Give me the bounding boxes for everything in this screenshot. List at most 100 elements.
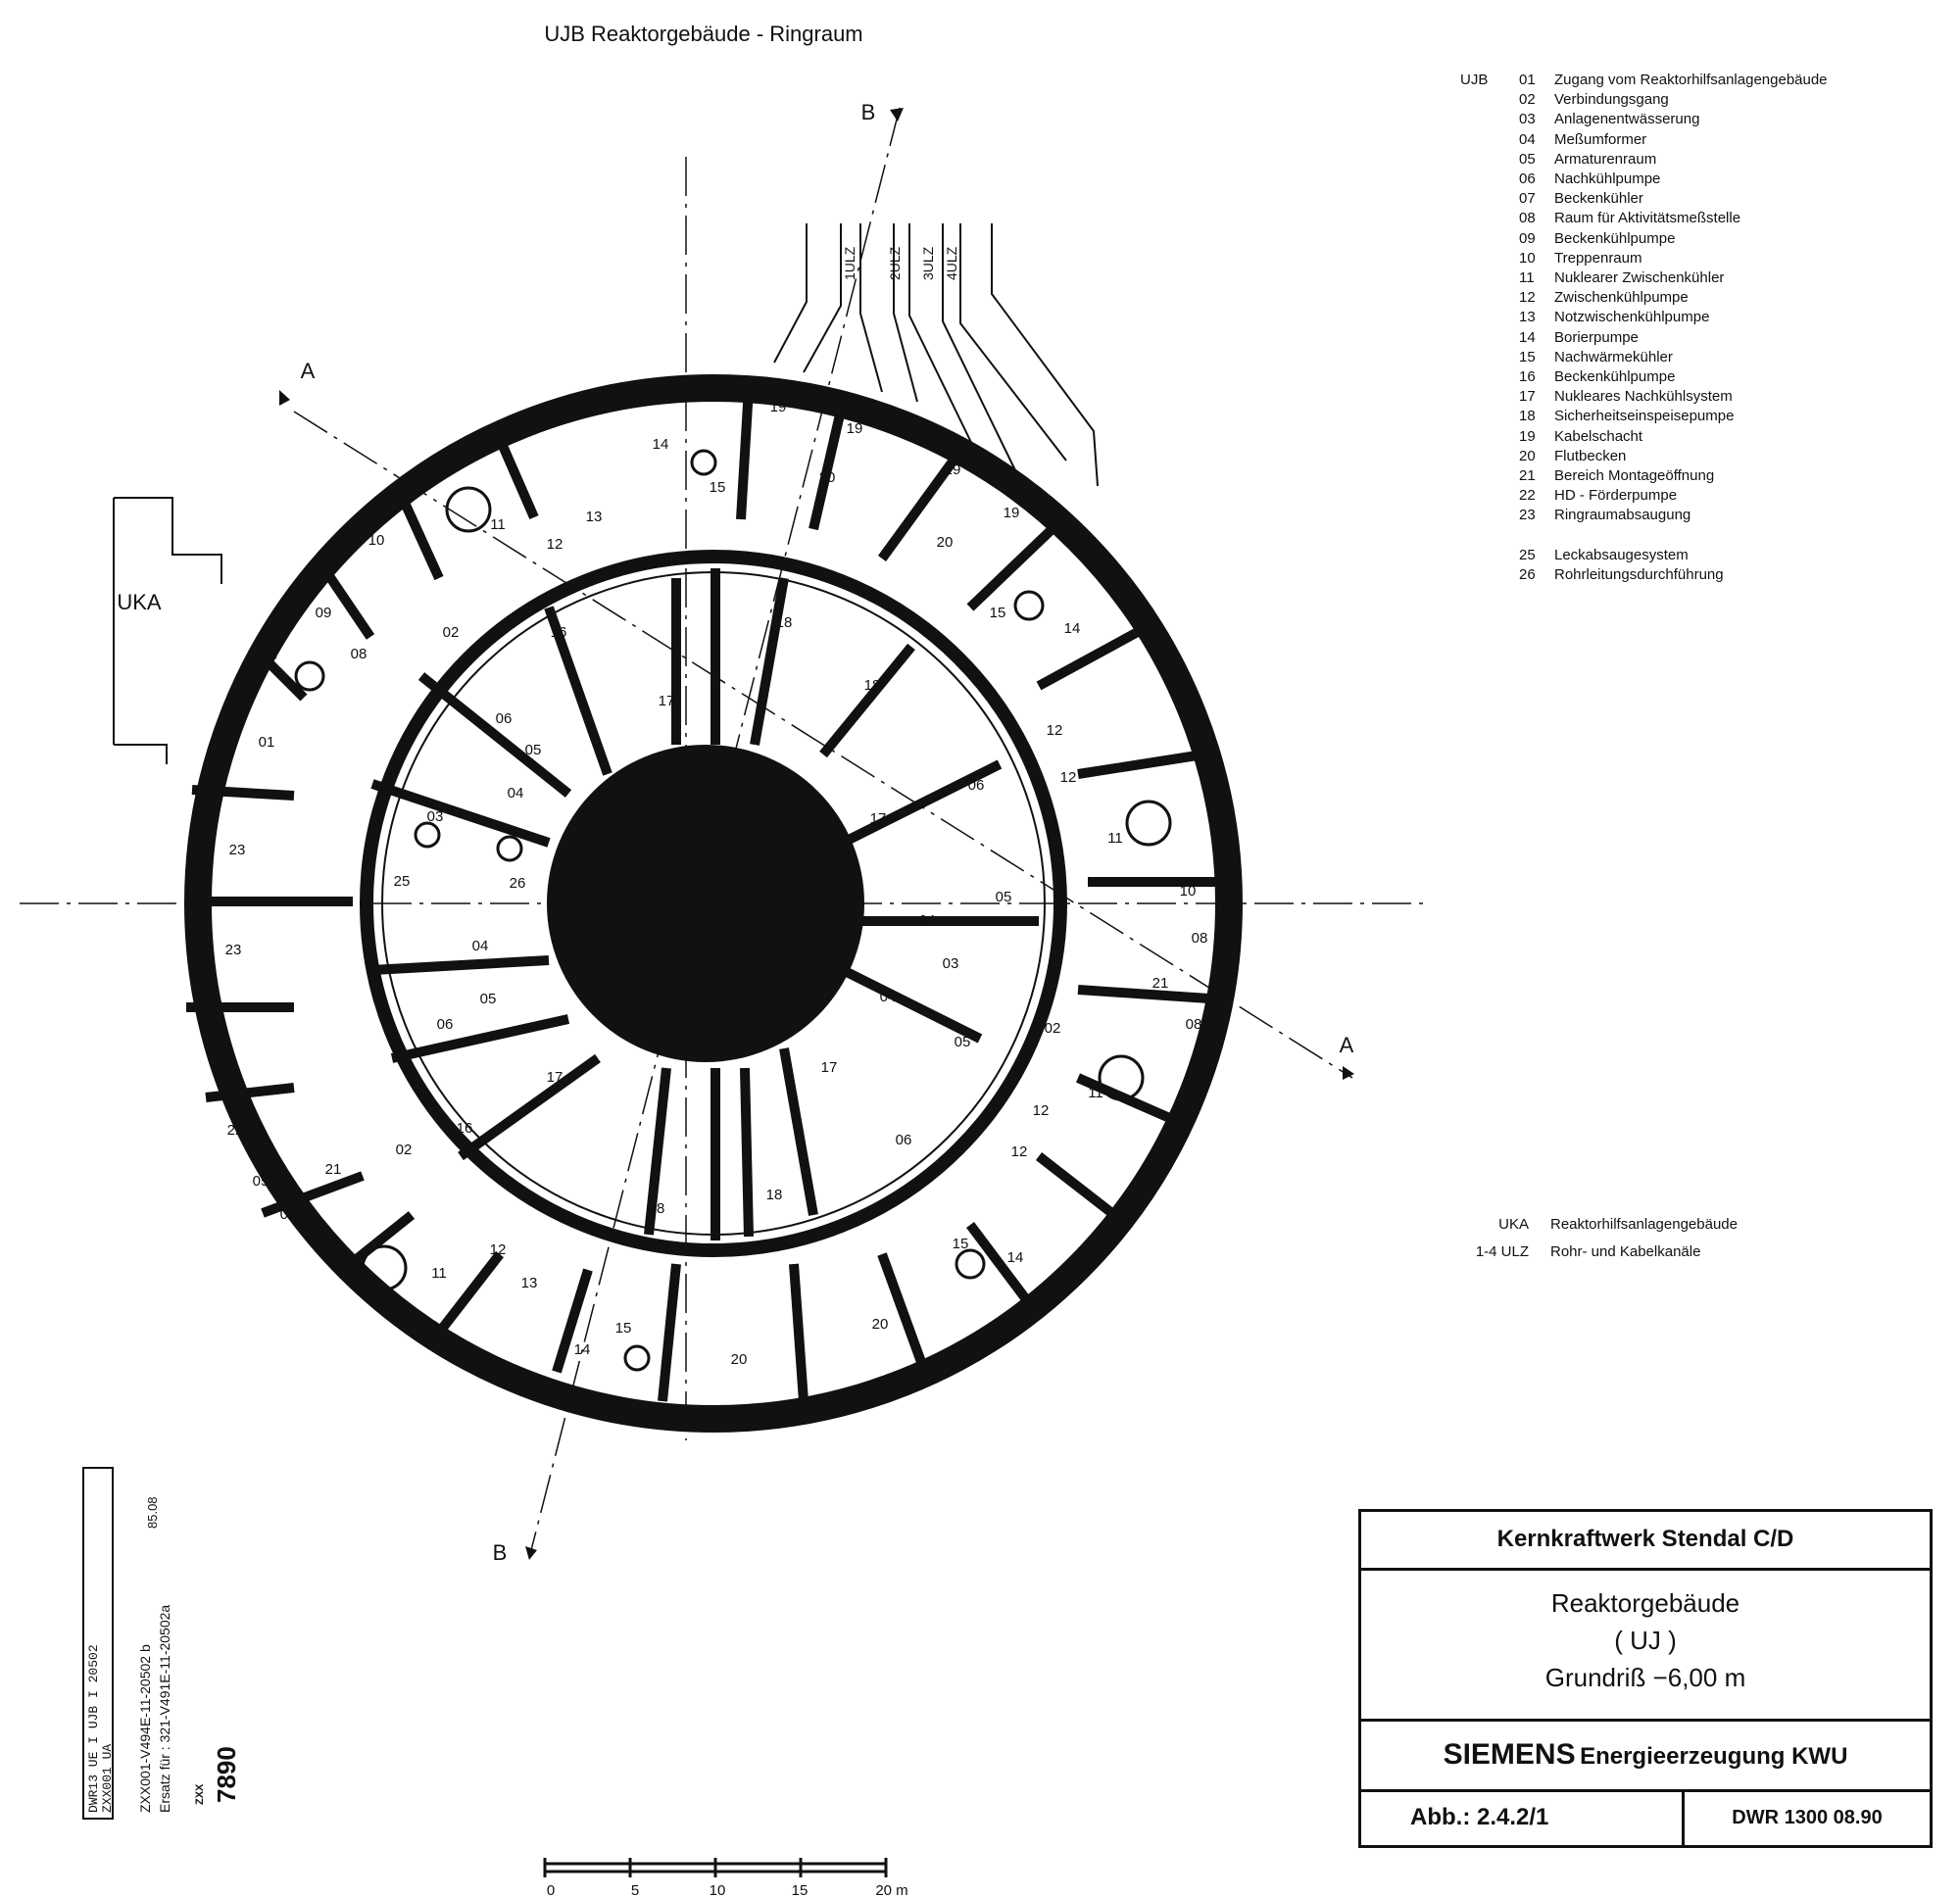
scale-tick-20: 20 m bbox=[875, 1882, 907, 1897]
legend-label: Nachwärmekühler bbox=[1554, 348, 1673, 365]
legend-group: UJB bbox=[1460, 72, 1489, 88]
room-05: 05 bbox=[480, 991, 497, 1007]
channel-label-3: 3ULZ bbox=[920, 246, 936, 280]
room-10: 10 bbox=[316, 1232, 332, 1248]
legend-code: 04 bbox=[1519, 130, 1536, 148]
room-07: 07 bbox=[265, 646, 281, 662]
stamp-date: 85.08 bbox=[145, 1496, 160, 1529]
channel-label-2: 2ULZ bbox=[887, 246, 903, 280]
legend-label: Zwischenkühlpumpe bbox=[1554, 289, 1689, 307]
abbreviation-label: Rohr- und Kabelkanäle bbox=[1550, 1243, 1701, 1260]
uka-annex: UKA bbox=[113, 497, 222, 764]
room-20: 20 bbox=[731, 1351, 748, 1368]
legend-code: 22 bbox=[1519, 487, 1536, 505]
figure-number: Abb.: 2.4.2/1 bbox=[1361, 1792, 1685, 1845]
scale-tick-15: 15 bbox=[792, 1882, 808, 1897]
room-17: 17 bbox=[821, 1059, 838, 1076]
room-04: 04 bbox=[880, 989, 897, 1005]
equipment-circles bbox=[294, 449, 1172, 1372]
room-20: 20 bbox=[872, 1316, 889, 1333]
room-05: 05 bbox=[253, 1173, 270, 1190]
legend-label: Treppenraum bbox=[1554, 249, 1642, 267]
legend-label: Rohrleitungsdurchführung bbox=[1554, 565, 1724, 583]
radial-walls bbox=[186, 387, 1224, 1402]
stamp-number: 7890 bbox=[212, 1746, 241, 1803]
legend-code: 09 bbox=[1519, 229, 1536, 247]
plant-name: Kernkraftwerk Stendal C/D bbox=[1361, 1512, 1930, 1571]
room-15: 15 bbox=[953, 1236, 969, 1252]
drawing-title: UJB Reaktorgebäude - Ringraum bbox=[544, 22, 862, 46]
legend-label: HD - Förderpumpe bbox=[1554, 487, 1678, 505]
legend-code: 05 bbox=[1519, 150, 1536, 168]
room-14: 14 bbox=[653, 436, 669, 453]
section-marker-b-top: B bbox=[861, 100, 904, 124]
room-18: 18 bbox=[864, 677, 881, 694]
room-08: 08 bbox=[351, 646, 368, 662]
svg-text:B: B bbox=[493, 1540, 508, 1565]
stamp-field-2: ZXX001 UA bbox=[100, 1743, 115, 1813]
room-04: 04 bbox=[472, 938, 489, 954]
room-22: 22 bbox=[210, 1024, 226, 1041]
room-21: 21 bbox=[1152, 975, 1169, 992]
room-06: 06 bbox=[896, 1132, 912, 1148]
room-08: 08 bbox=[280, 1206, 297, 1223]
room-14: 14 bbox=[574, 1341, 591, 1358]
room-20: 20 bbox=[819, 469, 836, 486]
legend-code: 26 bbox=[1519, 565, 1536, 583]
legend-code: 18 bbox=[1519, 408, 1536, 425]
room-11: 11 bbox=[431, 1265, 447, 1282]
room-labels: 01 02 02 02 03 03 04 04 04 04 05 05 05 0… bbox=[210, 399, 1208, 1368]
room-19: 19 bbox=[945, 462, 961, 478]
room-06: 06 bbox=[968, 777, 985, 794]
legend-row: 22 HD - Förderpumpe bbox=[1460, 486, 1828, 506]
drawing-description: Reaktorgebäude ( UJ ) Grundriß −6,00 m bbox=[1361, 1571, 1930, 1722]
legend-label: Kabelschacht bbox=[1554, 427, 1643, 445]
channel-label-4: 4ULZ bbox=[944, 246, 959, 280]
inner-radial-walls bbox=[370, 568, 1039, 1240]
legend-code: 14 bbox=[1519, 328, 1536, 346]
abbreviation-key: UKA bbox=[1498, 1216, 1529, 1233]
plan-level: Grundriß −6,00 m bbox=[1544, 1663, 1746, 1692]
room-12: 12 bbox=[490, 1241, 507, 1258]
room-02: 02 bbox=[1045, 1020, 1061, 1037]
legend-label: Bereich Montageöffnung bbox=[1554, 467, 1715, 485]
legend-code: 25 bbox=[1519, 546, 1536, 563]
scale-tick-5: 5 bbox=[631, 1882, 639, 1897]
room-21: 21 bbox=[325, 1161, 342, 1178]
legend-code: 17 bbox=[1519, 388, 1536, 406]
legend-code: 01 bbox=[1519, 72, 1536, 88]
legend-label: Meßumformer bbox=[1554, 130, 1647, 148]
company-name: SIEMENS bbox=[1443, 1738, 1576, 1771]
stamp-replacement: Ersatz für : 321-V491E-11-20502a bbox=[157, 1604, 172, 1813]
legend-code: 19 bbox=[1519, 427, 1536, 445]
title-footer: Abb.: 2.4.2/1 DWR 1300 08.90 bbox=[1361, 1792, 1930, 1845]
room-06: 06 bbox=[496, 710, 513, 727]
legend-label: Notzwischenkühlpumpe bbox=[1554, 309, 1710, 326]
room-18: 18 bbox=[776, 614, 793, 631]
room-15: 15 bbox=[615, 1320, 632, 1337]
room-15: 15 bbox=[710, 479, 726, 496]
room-22: 22 bbox=[223, 1077, 240, 1094]
room-26: 26 bbox=[510, 875, 526, 892]
legend-code: 20 bbox=[1519, 447, 1536, 464]
legend-code: 11 bbox=[1519, 269, 1535, 287]
document-stamp bbox=[82, 1467, 114, 1820]
room-04: 04 bbox=[508, 785, 524, 802]
legend-row: 04 Meßumformer bbox=[1460, 130, 1828, 150]
room-01: 01 bbox=[259, 734, 275, 751]
section-marker-b-bottom: B bbox=[493, 1540, 537, 1565]
